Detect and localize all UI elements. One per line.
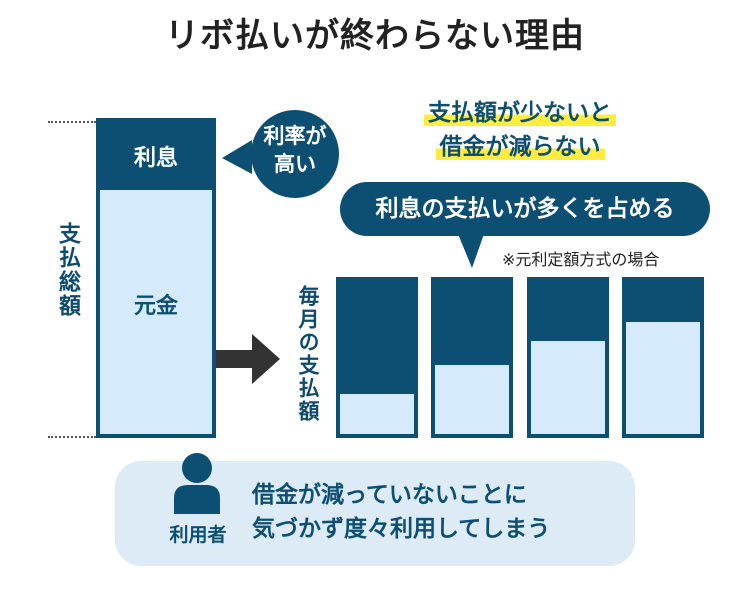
user-icon [174, 453, 220, 514]
headline-line1: 支払額が少ないと [424, 100, 616, 126]
headline-line2: 借金が減らない [435, 134, 605, 160]
rate-bubble [222, 110, 339, 198]
page-title: リボ払いが終わらない理由 [165, 16, 585, 56]
rate-bubble-line2: 高い [274, 152, 316, 176]
monthly-bar-1 [336, 277, 418, 438]
monthly-bar-2-interest [435, 281, 509, 366]
principal-block: 元金 [96, 186, 216, 438]
monthly-bar-1-interest [340, 281, 414, 395]
user-label: 利用者 [169, 524, 227, 546]
monthly-bar-4 [622, 277, 704, 438]
method-note: ※元利定額方式の場合 [502, 250, 660, 269]
bottom-guide-line [48, 436, 96, 438]
monthly-bar-4-interest [626, 281, 700, 323]
total-payment-label: 支払総額 [55, 222, 80, 318]
monthly-bar-3 [527, 277, 609, 438]
right-arrow-icon [216, 334, 280, 384]
top-guide-line [48, 121, 96, 123]
callout-text: 利息の支払いが多くを占める [375, 196, 675, 222]
interest-label: 利息 [133, 146, 178, 171]
callout: 利息の支払いが多くを占める [340, 182, 710, 236]
rate-bubble-line1: 利率が [263, 124, 327, 148]
bottom-message-line2: 気づかず度々利用してしまう [252, 516, 551, 542]
headline: 支払額が少ないと 借金が減らない [380, 96, 660, 164]
bottom-message: 借金が減っていないことに 気づかず度々利用してしまう [252, 478, 550, 546]
rate-bubble-text: 利率が 高い [255, 122, 335, 178]
bottom-message-line1: 借金が減っていないことに [252, 482, 527, 508]
monthly-bar-2 [431, 277, 513, 438]
principal-label: 元金 [133, 294, 178, 319]
monthly-payment-label: 毎月の支払額 [296, 285, 320, 423]
interest-block: 利息 [96, 118, 216, 190]
monthly-bar-3-interest [531, 281, 605, 341]
callout-pointer [458, 234, 484, 268]
